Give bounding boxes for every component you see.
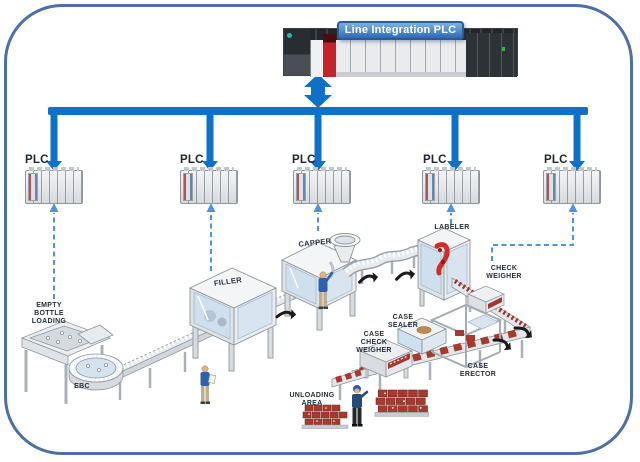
bus-uplink-arrow — [304, 74, 332, 108]
label-empty-bottle-loading: EMPTY BOTTLE LOADING — [31, 302, 67, 326]
dashed-links — [53, 213, 574, 299]
labeler-machine — [416, 227, 472, 307]
pallet-stack — [301, 404, 349, 429]
brand-logo-dot — [287, 33, 292, 38]
capper-machine — [280, 233, 361, 331]
rounded-border-frame — [4, 4, 633, 455]
unloading-conveyor — [331, 368, 367, 400]
rotary-table — [68, 353, 124, 391]
plc-rack-2 — [180, 167, 238, 204]
rack-tabs — [29, 167, 79, 171]
plc-label-3: PLC — [292, 154, 316, 166]
line-integration-plc-badge: Line Integration PLC — [337, 21, 464, 40]
io-slot-modules — [336, 40, 466, 77]
plc-label-2: PLC — [180, 154, 204, 166]
rack-tabs — [426, 167, 476, 171]
plc-label-5: PLC — [544, 154, 568, 166]
bottle-chute — [77, 324, 114, 345]
label-case-sealer: CASE SEALER — [387, 314, 419, 330]
label-check-weigher: CHECK WEIGHER — [486, 265, 522, 281]
case-check-weigher-machine — [358, 339, 414, 379]
rack-tabs — [547, 167, 597, 171]
worker — [352, 385, 369, 427]
plc-rack-1 — [25, 167, 83, 204]
plc-rack-4 — [422, 167, 480, 204]
curved-bottle-conveyor — [342, 243, 426, 284]
plc-label-4: PLC — [423, 154, 447, 166]
filler-machine — [188, 267, 278, 372]
pallet-stack — [374, 389, 429, 417]
cpu-module — [28, 173, 38, 201]
label-ebc: EBC — [74, 383, 90, 390]
plc-rack-5 — [543, 167, 601, 204]
label-unloading-area: UNLOADING AREA — [289, 392, 335, 408]
worker — [200, 365, 217, 404]
case-sealer-machine — [396, 317, 448, 355]
label-labeler: LABELER — [434, 224, 470, 231]
cap-feeder-bowl — [329, 233, 361, 263]
red-module — [323, 34, 336, 77]
controller-module — [284, 29, 310, 75]
status-led — [502, 47, 505, 51]
rack-tabs — [184, 167, 234, 171]
plc-label-1: PLC — [25, 154, 49, 166]
network-bus — [46, 74, 588, 171]
rack-tabs — [297, 167, 347, 171]
plc-rack-3 — [293, 167, 351, 204]
label-case-check-weigher: CASE CHECK WEIGHER — [356, 331, 392, 355]
cpu-module — [183, 173, 193, 201]
ebc-machine — [20, 320, 124, 404]
dark-modules — [466, 33, 517, 77]
bus-drop-arrow — [46, 113, 585, 171]
cpu-module — [425, 173, 435, 201]
label-case-erector: CASE ERECTOR — [459, 363, 497, 379]
labeler-robot-arm — [434, 242, 450, 276]
cpu-module — [546, 173, 556, 201]
cpu-module — [296, 173, 306, 201]
dashed-link-arrowheads — [49, 203, 578, 212]
io-module — [310, 40, 323, 77]
worker — [318, 271, 334, 309]
